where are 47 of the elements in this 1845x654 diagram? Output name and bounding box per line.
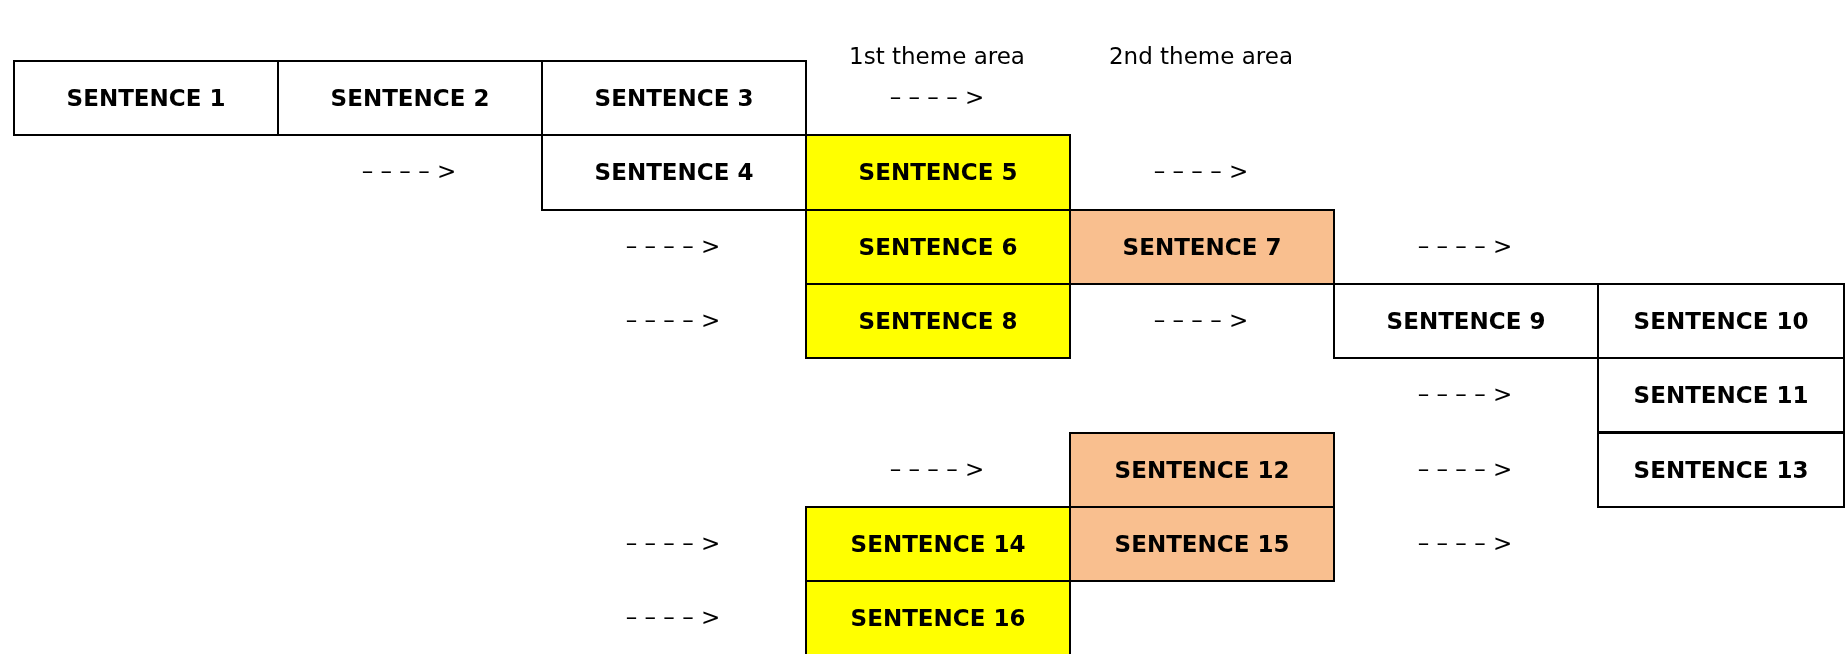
arrow-text: – – – – > xyxy=(1417,381,1513,408)
arrow-text: – – – – > xyxy=(625,307,721,334)
column-heading: 2nd theme area xyxy=(1109,43,1293,70)
sentence-text: SENTENCE 11 xyxy=(1633,382,1809,409)
sentence-box xyxy=(1597,282,1845,360)
sentence-text: SENTENCE 15 xyxy=(1114,530,1290,557)
arrow-text: – – – – > xyxy=(889,84,985,111)
sentence-box xyxy=(13,60,279,137)
sentence-text: SENTENCE 12 xyxy=(1114,456,1290,483)
sentence-text: SENTENCE 2 xyxy=(330,85,490,112)
arrow-text: – – – – > xyxy=(625,604,721,631)
sentence-text: SENTENCE 14 xyxy=(850,530,1026,557)
arrow-text: – – – – > xyxy=(1417,529,1513,556)
sentence-box xyxy=(805,282,1071,360)
sentence-text: SENTENCE 9 xyxy=(1386,308,1546,335)
arrow-text: – – – – > xyxy=(889,455,985,482)
sentence-box xyxy=(1597,431,1845,508)
sentence-box xyxy=(277,60,543,137)
sentence-text: SENTENCE 16 xyxy=(850,605,1026,632)
sentence-text: SENTENCE 7 xyxy=(1122,233,1282,260)
arrow-text: – – – – > xyxy=(625,232,721,259)
sentence-box xyxy=(805,134,1071,211)
sentence-text: SENTENCE 13 xyxy=(1633,456,1809,483)
sentence-box xyxy=(805,208,1071,285)
sentence-box xyxy=(1333,282,1599,360)
arrow-text: – – – – > xyxy=(1417,455,1513,482)
sentence-box xyxy=(1069,208,1335,285)
sentence-box xyxy=(1069,505,1335,583)
arrow-text: – – – – > xyxy=(1417,232,1513,259)
sentence-box xyxy=(1069,431,1335,508)
arrow-text: – – – – > xyxy=(1153,158,1249,185)
arrow-text: – – – – > xyxy=(625,529,721,556)
sentence-box xyxy=(541,134,807,211)
column-heading: 1st theme area xyxy=(849,43,1025,70)
sentence-text: SENTENCE 5 xyxy=(858,159,1018,186)
sentence-box xyxy=(1597,357,1845,434)
sentence-text: SENTENCE 3 xyxy=(594,85,754,112)
sentence-text: SENTENCE 4 xyxy=(594,159,754,186)
sentence-text: SENTENCE 8 xyxy=(858,308,1018,335)
sentence-box xyxy=(805,580,1071,654)
sentence-text: SENTENCE 10 xyxy=(1633,308,1809,335)
arrow-text: – – – – > xyxy=(361,158,457,185)
sentence-text: SENTENCE 1 xyxy=(66,85,226,112)
sentence-text: SENTENCE 6 xyxy=(858,233,1018,260)
sentence-box xyxy=(805,505,1071,583)
sentence-box xyxy=(541,60,807,137)
arrow-text: – – – – > xyxy=(1153,307,1249,334)
